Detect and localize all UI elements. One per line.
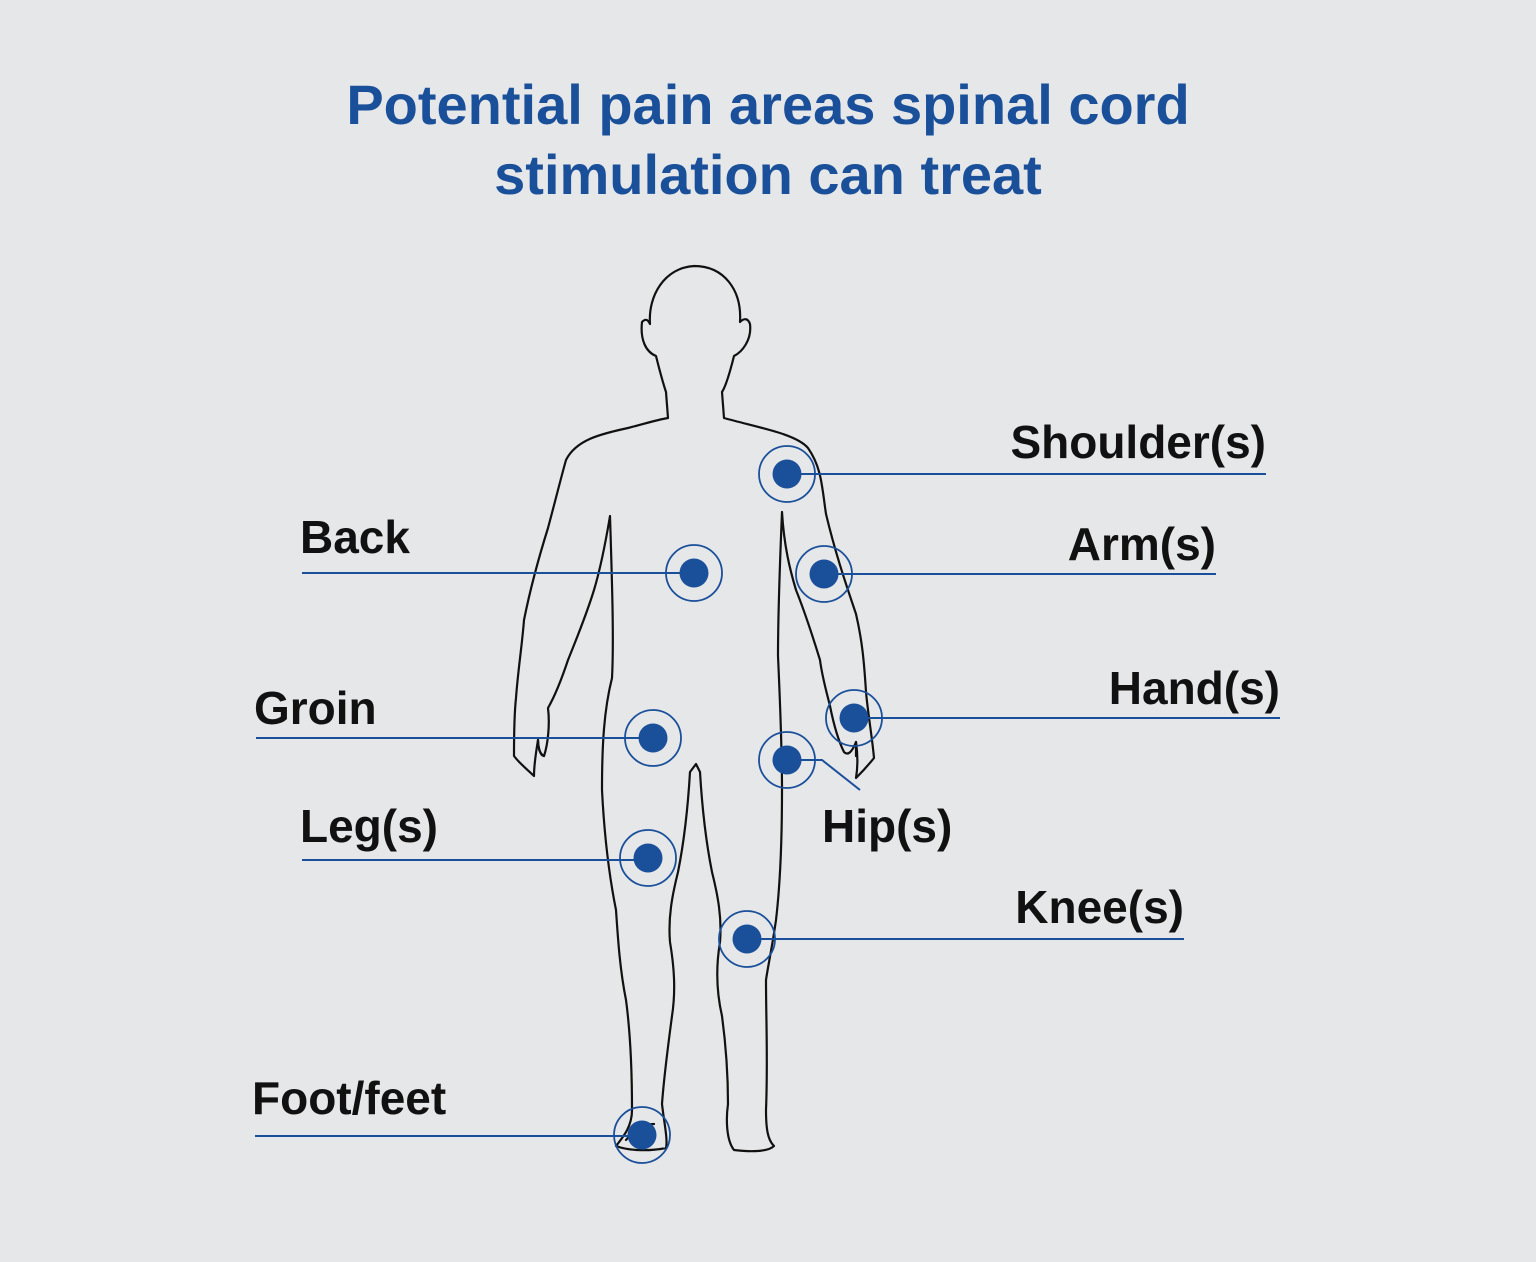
hand-label: Hand(s) (1109, 662, 1280, 714)
foot-marker (613, 1106, 671, 1164)
hip-marker (758, 731, 816, 789)
labels: Shoulder(s) Arm(s) Hand(s) Hip(s) Knee(s… (252, 416, 1280, 1124)
title-line-2: stimulation can treat (494, 143, 1042, 206)
pain-markers (613, 445, 883, 1164)
hip-label: Hip(s) (822, 800, 952, 852)
back-marker (665, 544, 723, 602)
leg-marker (619, 829, 677, 887)
arm-label: Arm(s) (1068, 518, 1216, 570)
hand-marker (825, 689, 883, 747)
arm-marker (795, 545, 853, 603)
body-outline (512, 264, 876, 1153)
diagram-title: Potential pain areas spinal cord stimula… (0, 70, 1536, 210)
title-line-1: Potential pain areas spinal cord (346, 73, 1190, 136)
groin-marker (624, 709, 682, 767)
leader-lines (255, 473, 1280, 1137)
groin-label: Groin (254, 682, 377, 734)
back-label: Back (300, 511, 410, 563)
foot-label: Foot/feet (252, 1072, 446, 1124)
leg-label: Leg(s) (300, 800, 438, 852)
knee-label: Knee(s) (1015, 881, 1184, 933)
knee-marker (718, 910, 776, 968)
shoulder-label: Shoulder(s) (1010, 416, 1266, 468)
shoulder-marker (758, 445, 816, 503)
